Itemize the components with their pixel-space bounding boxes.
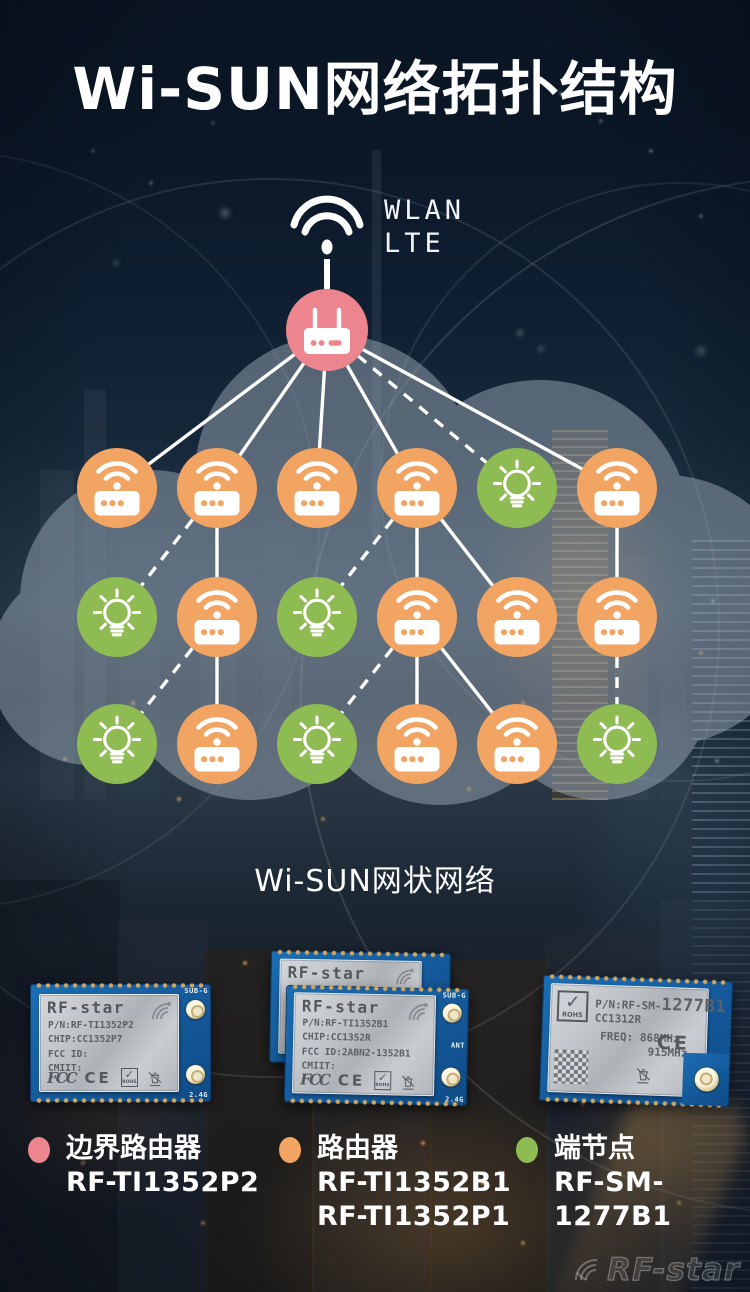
router-node [577,577,657,657]
brand-watermark: RF-star [571,1251,740,1289]
legend-dot-router [279,1137,301,1163]
router-node [377,448,457,528]
module-board-rf-ti1352b1: RF-star P/N:RF-TI1352B1 CHIP:CC1352R FCC… [283,984,470,1107]
end-node-node [77,704,157,784]
rf-shield: RF-star P/N:RF-TI1352B1 [278,958,422,1057]
ce-logo: CE [337,1071,366,1090]
module-board-rf-ti1352p2: RF-star P/N:RF-TI1352P2 CHIP:CC1352P7 FC… [30,983,211,1103]
router-node [177,448,257,528]
router-node [477,704,557,784]
fcc-id: FCC ID: [48,1049,89,1060]
legend-label: 边界路由器 [66,1133,201,1164]
legend-model: RF-TI1352B1 [317,1167,512,1198]
legend-item-router: 路由器 RF-TI1352B1 RF-TI1352P1 [279,1132,511,1234]
page-title: Wi-SUN网络拓扑结构 [72,55,678,123]
uplink-stem [324,259,330,289]
antenna-strip: SUB-G ANT 2.4G [434,989,468,1105]
legend-item-border-router: 边界路由器 RF-TI1352P2 [28,1132,259,1200]
chip-number: CHIP:CC1352R [302,1031,371,1044]
castellated-pads [275,949,446,958]
end-node-node [77,577,157,657]
ce-logo: CE [656,1031,691,1055]
connector-label: SUB-G [442,991,467,1000]
module-board-rf-sm-1277b1: ✓ROHS P/N:RF-SM-1277B1 CC1312R FREQ: 868… [538,973,734,1109]
legend-model: RF-TI1352P1 [317,1201,511,1232]
rohs-logo: ✓ROHS [120,1068,138,1087]
rf-star-fan-icon [396,968,414,985]
legend-label: 端节点 [554,1133,635,1164]
watermark-text: RF-star [607,1251,740,1288]
legend-item-end-node: 端节点 RF-SM-1277B1 [516,1132,750,1234]
connector-label: 2.4G [189,1091,208,1099]
castellated-pads [35,1098,206,1103]
router-node [77,448,157,528]
connector-label: SUB-G [184,987,208,995]
rf-shield: RF-star P/N:RF-TI1352B1 CHIP:CC1352R FCC… [291,992,437,1097]
end-node-node [277,704,357,784]
ce-logo: CE [84,1069,112,1087]
ufl-connector [441,1067,461,1087]
ufl-connector [694,1067,720,1092]
router-node [277,448,357,528]
connector-label: ANT [450,1041,466,1050]
router-node [377,577,457,657]
border-router-node [286,289,368,371]
legend-dot-end-node [516,1137,538,1163]
rf-shield: RF-star P/N:RF-TI1352P2 CHIP:CC1352P7 FC… [39,994,179,1092]
mesh-network-caption: Wi-SUN网状网络 [254,864,496,899]
rf-shield: ✓ROHS P/N:RF-SM-1277B1 CC1312R FREQ: 868… [547,982,726,1098]
wlan-label: WLAN [384,195,466,226]
fcc-logo: FCC [300,1070,329,1090]
router-node [577,448,657,528]
uplink-labels: WLAN LTE [384,194,465,260]
router-node [377,704,457,784]
module-brand: RF-star [301,996,380,1018]
castellated-pads [35,983,206,988]
connector-pad-area [681,1052,730,1107]
cmiit-id: CMIIT: [48,1063,83,1074]
weee-crossed-bin-icon [636,1068,651,1084]
module-board-rf-ti1352b1-back: RF-star P/N:RF-TI1352B1 [269,949,451,1066]
router-node [177,704,257,784]
topology-diagram [0,195,750,805]
ufl-connector [186,1000,205,1019]
rf-star-fan-icon [575,1258,598,1281]
rf-star-fan-icon [408,1003,428,1021]
module-brand: RF-star [47,998,125,1017]
part-number: P/N:RF-TI1352B1 [302,1017,389,1031]
part-number: P/N:RF-TI1352P2 [48,1020,134,1031]
router-node [477,577,557,657]
wlan-signal-icon [290,195,364,289]
weee-crossed-bin-icon [401,1075,415,1090]
legend-dot-border-router [28,1137,50,1163]
ufl-connector [442,1003,462,1023]
lte-label: LTE [384,228,445,259]
antenna-strip: SUB-G 2.4G [179,985,210,1101]
end-node-node [277,577,357,657]
fcc-logo: FCC [47,1069,77,1087]
end-node-node [577,704,657,784]
rohs-logo: ✓ROHS [556,990,589,1023]
legend-model: RF-SM-1277B1 [554,1167,672,1232]
legend-model: RF-TI1352P2 [66,1167,260,1198]
end-node-node [477,448,557,528]
weee-crossed-bin-icon [148,1071,162,1087]
router-node [177,577,257,657]
legend-label: 路由器 [317,1133,398,1164]
qr-code [553,1049,589,1085]
module-brand: RF-star [287,962,366,984]
chip-number: CHIP:CC1352P7 [48,1034,123,1045]
rf-star-fan-icon [151,1002,171,1020]
chip-number: CC1312R [594,1011,642,1027]
rohs-logo: ✓ROHS [373,1070,392,1091]
ufl-connector [186,1065,205,1084]
connector-label: 2.4G [444,1095,464,1104]
fcc-id: FCC ID:2ABN2-1352B1 [301,1046,411,1060]
